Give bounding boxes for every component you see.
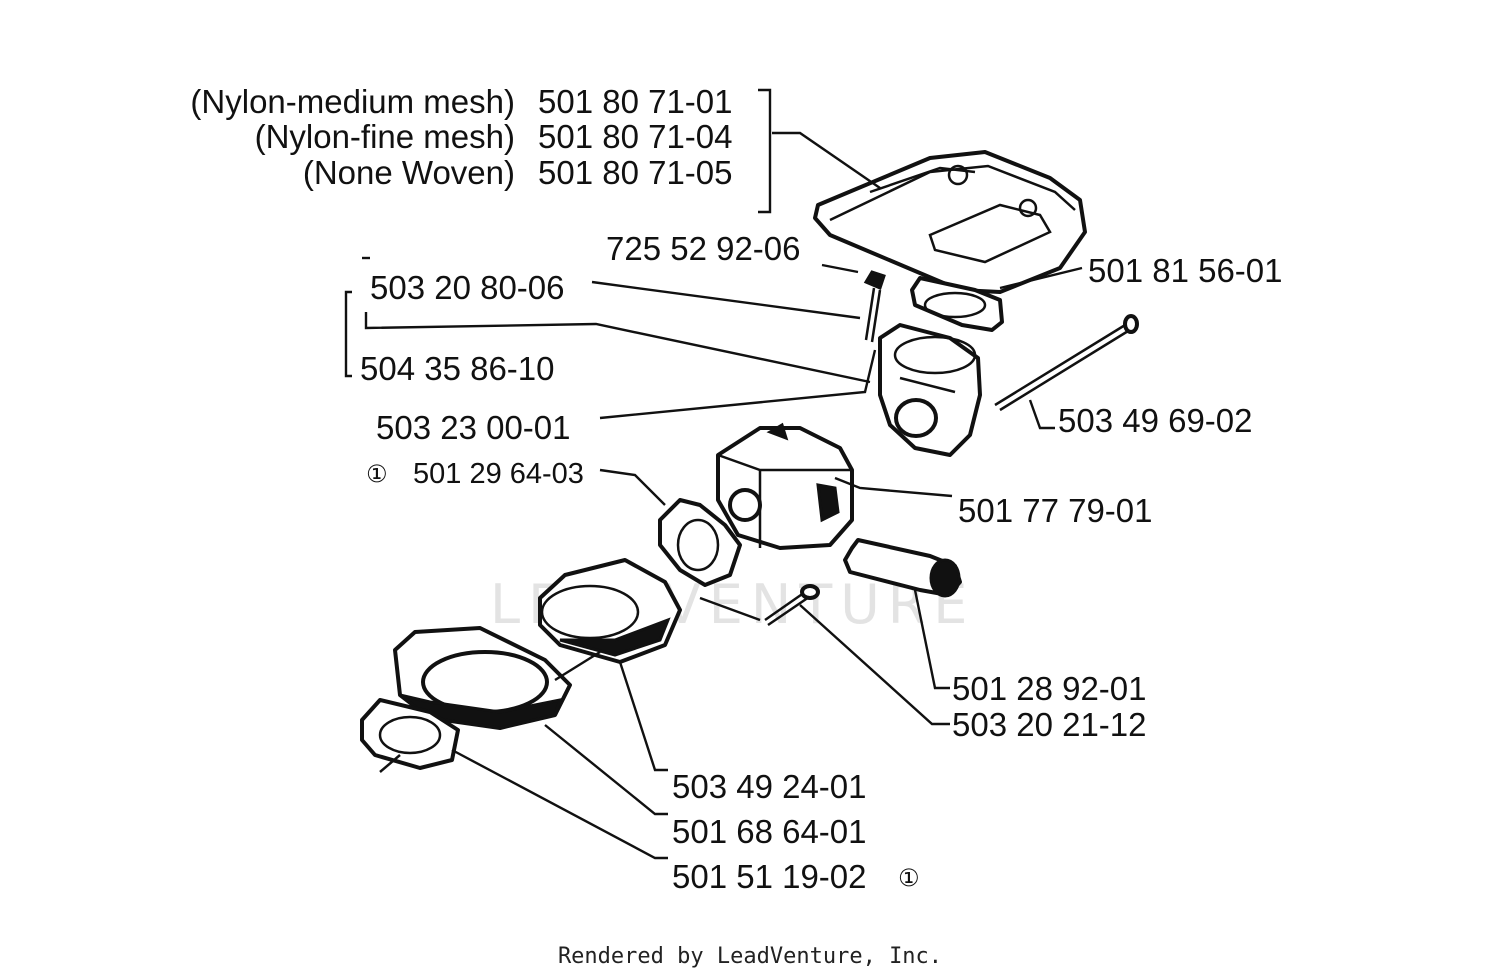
base-gasket-drawing <box>360 698 460 773</box>
part-label-503-20-80-06: 503 20 80-06 <box>370 269 565 306</box>
filter-option-part: 501 80 71-04 <box>538 118 733 155</box>
filter-option-desc: (Nylon-medium mesh) <box>190 83 515 120</box>
filter-options-list: (Nylon-medium mesh) 501 80 71-01 (Nylon-… <box>190 83 732 191</box>
air-filter-drawing <box>538 558 682 664</box>
filter-option-desc: (Nylon-fine mesh) <box>255 118 515 155</box>
filter-frame-drawing <box>393 626 572 730</box>
part-label-504-35-86-10: 504 35 86-10 <box>360 350 555 387</box>
part-label-503-49-24-01: 503 49 24-01 <box>672 768 867 805</box>
part-label-501-68-64-01: 501 68 64-01 <box>672 813 867 850</box>
air-filter-cover-drawing <box>813 150 1087 294</box>
part-label-501-29-64-03: 501 29 64-03 <box>413 458 584 490</box>
part-label-503-20-21-12: 503 20 21-12 <box>952 706 1147 743</box>
screw-small-drawing <box>863 270 886 343</box>
part-label-501-81-56-01: 501 81 56-01 <box>1088 252 1283 289</box>
ref-symbol: ① <box>898 864 920 892</box>
filter-option-part: 501 80 71-05 <box>538 154 733 191</box>
cover-gasket-drawing <box>910 276 1004 332</box>
carburetor-drawing <box>716 422 854 550</box>
filter-option-part: 501 80 71-01 <box>538 83 733 120</box>
part-label-501-77-79-01: 501 77 79-01 <box>958 492 1153 529</box>
bolt-drawing <box>764 584 820 627</box>
leader-lines <box>344 88 1083 860</box>
carb-gasket-drawing <box>658 498 742 587</box>
footer-credit: Rendered by LeadVenture, Inc. <box>558 944 942 969</box>
part-label-503-49-69-02: 503 49 69-02 <box>1058 402 1253 439</box>
part-label-501-51-19-02: 501 51 19-02 <box>672 858 867 895</box>
filter-holder-drawing <box>878 323 982 457</box>
part-label-725-52-92-06: 725 52 92-06 <box>606 230 801 267</box>
part-label-503-23-00-01: 503 23 00-01 <box>376 409 571 446</box>
filter-cylinder-drawing <box>843 538 962 598</box>
part-label-501-28-92-01: 501 28 92-01 <box>952 670 1147 707</box>
long-rod-drawing <box>994 314 1139 412</box>
filter-option-desc: (None Woven) <box>303 154 515 191</box>
ref-symbol: ① <box>366 460 388 488</box>
